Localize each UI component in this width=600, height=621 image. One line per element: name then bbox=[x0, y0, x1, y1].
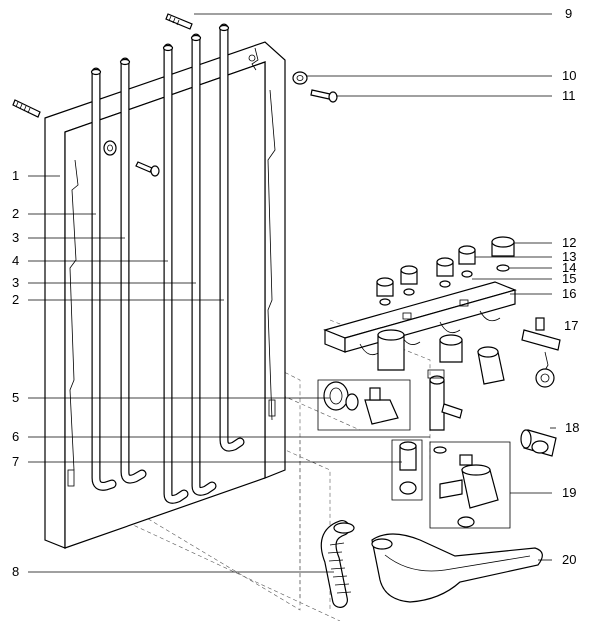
callout-3-a: 3 bbox=[12, 230, 19, 245]
callout-15: 15 bbox=[562, 271, 576, 286]
callout-2-b: 2 bbox=[12, 292, 19, 307]
callout-1: 1 bbox=[12, 168, 19, 183]
pipes bbox=[90, 23, 245, 504]
drain-hose bbox=[320, 520, 355, 608]
callout-18: 18 bbox=[565, 420, 579, 435]
callout-5: 5 bbox=[12, 390, 19, 405]
callout-14: 14 bbox=[562, 260, 576, 275]
callout-10: 10 bbox=[562, 68, 576, 83]
connector-18 bbox=[520, 429, 557, 457]
callout-3-b: 3 bbox=[12, 275, 19, 290]
drain-cock bbox=[521, 317, 561, 388]
callout-17: 17 bbox=[564, 318, 578, 333]
leader-lines bbox=[28, 13, 556, 573]
fitting-group-7 bbox=[391, 439, 423, 501]
callout-8: 8 bbox=[12, 564, 19, 579]
drip-tray bbox=[371, 533, 543, 603]
callout-13: 13 bbox=[562, 249, 576, 264]
fitting-group-19 bbox=[429, 441, 511, 529]
callout-20: 20 bbox=[562, 552, 576, 567]
callout-9: 9 bbox=[565, 6, 572, 21]
callout-12: 12 bbox=[562, 235, 576, 250]
callout-labels: 1 2 3 4 3 2 5 6 7 8 9 10 11 12 13 14 15 … bbox=[12, 6, 579, 579]
callout-6: 6 bbox=[12, 429, 19, 444]
connection-rail bbox=[323, 281, 517, 356]
callout-7: 7 bbox=[12, 454, 19, 469]
rail-valves bbox=[377, 329, 505, 385]
fasteners bbox=[12, 13, 338, 177]
union-nuts bbox=[376, 236, 515, 306]
fitting-group-6 bbox=[427, 369, 463, 431]
callout-19: 19 bbox=[562, 485, 576, 500]
callout-11: 11 bbox=[562, 88, 576, 103]
callout-2-a: 2 bbox=[12, 206, 19, 221]
fitting-group-5 bbox=[317, 379, 411, 431]
callout-4: 4 bbox=[12, 253, 19, 268]
callout-16: 16 bbox=[562, 286, 576, 301]
